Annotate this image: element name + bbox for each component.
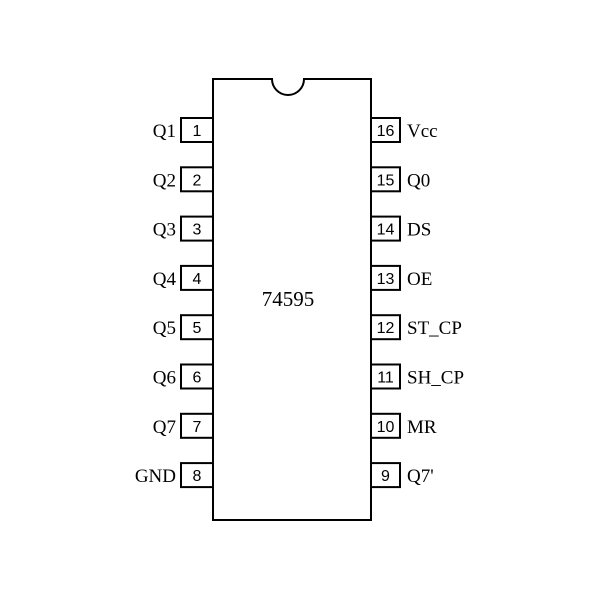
pin-13-label: OE xyxy=(407,269,432,290)
chip-body-outline xyxy=(212,78,372,521)
pin-12-box xyxy=(370,314,401,341)
pin-10: 10 MR xyxy=(370,412,437,439)
pin-6-label: Q6 xyxy=(153,368,176,389)
pin-9: 9 Q7' xyxy=(370,462,434,489)
pin-9-number: 9 xyxy=(381,468,390,485)
pin-11-number: 11 xyxy=(377,370,394,387)
pin-1: 1 Q1 xyxy=(153,117,214,143)
pin-16-label: Vcc xyxy=(407,121,438,142)
pin-7: 7 Q7 xyxy=(153,412,214,439)
pin-3-label: Q3 xyxy=(153,220,176,241)
pin-10-label: MR xyxy=(407,417,437,438)
pin-3: 3 Q3 xyxy=(153,215,214,242)
pin-13-box xyxy=(370,264,401,291)
pin-14-box xyxy=(370,215,401,242)
pin-5-box xyxy=(180,314,214,341)
pin-11: 11 SH_CP xyxy=(370,363,464,390)
pin-7-box xyxy=(180,412,214,439)
pin-6-number: 6 xyxy=(193,370,202,387)
pin-5-label: Q5 xyxy=(153,318,176,339)
pin-14-label: DS xyxy=(407,220,431,241)
pin-4-box xyxy=(180,264,214,291)
pin-15-number: 15 xyxy=(377,172,395,189)
pin-9-label: Q7' xyxy=(407,466,434,487)
pin-5-number: 5 xyxy=(193,320,202,337)
pin-6-box xyxy=(180,363,214,390)
pin-6: 6 Q6 xyxy=(153,363,214,390)
pin-5: 5 Q5 xyxy=(153,314,214,341)
pin-4: 4 Q4 xyxy=(153,264,214,291)
pin-14-number: 14 xyxy=(377,222,395,239)
pin-2-number: 2 xyxy=(193,172,202,189)
pin-1-label: Q1 xyxy=(153,121,176,142)
pin-11-box xyxy=(370,363,401,390)
chip-name-label: 74595 xyxy=(262,287,315,311)
pin-9-box xyxy=(370,462,401,489)
pin-3-number: 3 xyxy=(193,222,202,239)
pin-15-label: Q0 xyxy=(407,170,430,191)
pin-1-number: 1 xyxy=(193,123,202,140)
pin-15-box xyxy=(370,166,401,193)
pin-8-label: GND xyxy=(135,466,176,487)
pin-2-label: Q2 xyxy=(153,170,176,191)
pin-13: 13 OE xyxy=(370,264,432,291)
pin-8-box xyxy=(180,462,214,489)
pin-7-label: Q7 xyxy=(153,417,176,438)
pin-16-number: 16 xyxy=(377,123,395,140)
pin-4-label: Q4 xyxy=(153,269,177,290)
pin-15: 15 Q0 xyxy=(370,166,430,193)
pin-12-number: 12 xyxy=(377,320,395,337)
pin-8: 8 GND xyxy=(135,462,214,489)
pin-8-number: 8 xyxy=(193,468,202,485)
pin-14: 14 DS xyxy=(370,215,431,242)
pin-12: 12 ST_CP xyxy=(370,314,462,341)
pin-12-label: ST_CP xyxy=(407,318,462,339)
pin-10-number: 10 xyxy=(377,419,395,436)
pin-group: 1 Q1 2 Q2 3 Q3 4 Q4 5 Q5 6 Q6 7 Q7 8 GND 16 Vcc 15 Q0 14 DS 13… xyxy=(135,117,464,489)
pin-13-number: 13 xyxy=(377,271,395,288)
pin-2-box xyxy=(180,166,214,193)
pin-3-box xyxy=(180,215,214,242)
pin-11-label: SH_CP xyxy=(407,368,464,389)
pin-16: 16 Vcc xyxy=(370,117,438,143)
pin-10-box xyxy=(370,412,401,439)
pin-1-box xyxy=(180,117,214,143)
pin-16-box xyxy=(370,117,401,143)
pin-2: 2 Q2 xyxy=(153,166,214,193)
pin-7-number: 7 xyxy=(193,419,202,436)
pin-4-number: 4 xyxy=(193,271,202,288)
